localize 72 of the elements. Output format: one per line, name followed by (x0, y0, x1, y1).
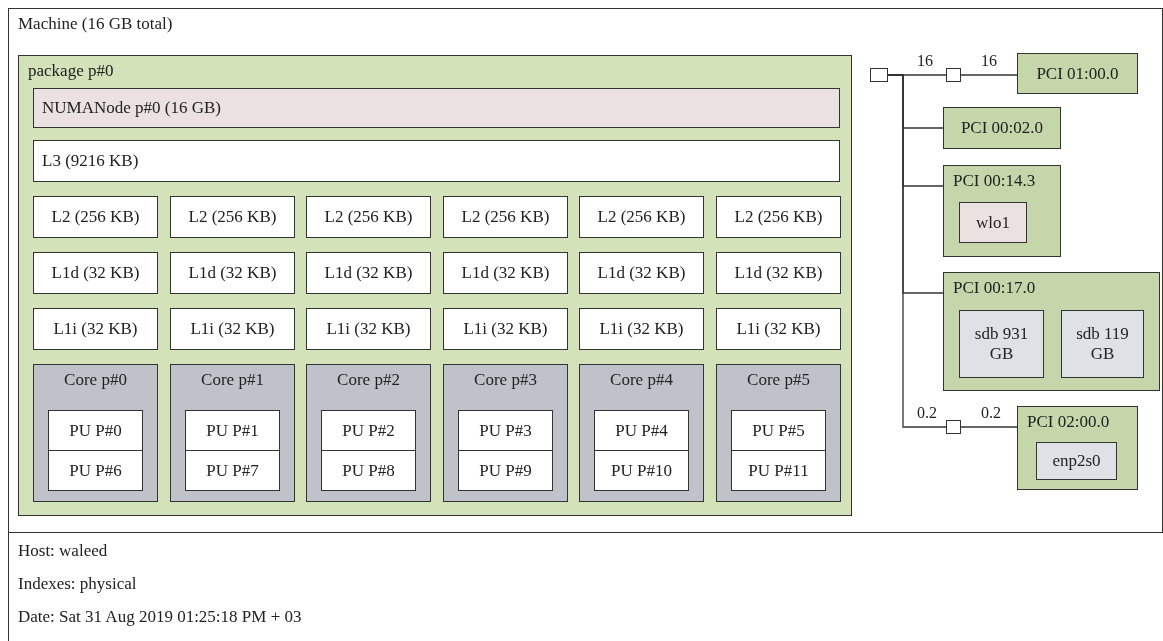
pci-device-box (943, 272, 1160, 391)
box-title: PCI 02:00.0 (1027, 412, 1110, 432)
bridge-square (870, 68, 888, 82)
bridge-square (946, 68, 961, 82)
pci-device-box (1017, 406, 1138, 490)
core-box (443, 364, 568, 502)
box-title: Machine (16 GB total) (18, 14, 173, 34)
connector-line (960, 74, 1018, 76)
cache-box: L2 (256 KB) (170, 196, 295, 238)
storage-device-box: sdb 119 GB (1061, 310, 1144, 378)
core-box (579, 364, 704, 502)
cache-box: L1i (32 KB) (716, 308, 841, 350)
core-box (716, 364, 841, 502)
processing-unit-box: PU P#10 (594, 450, 689, 491)
box-title: Core p#4 (609, 370, 674, 390)
box-title: Core p#1 (200, 370, 265, 390)
processing-unit-box: PU P#11 (731, 450, 826, 491)
box-title: Core p#5 (746, 370, 811, 390)
core-box (170, 364, 295, 502)
processing-unit-box: PU P#9 (458, 450, 553, 491)
cache-box: L1d (32 KB) (579, 252, 704, 294)
edge-label: 16 (979, 53, 999, 69)
core-box (306, 364, 431, 502)
cache-box: L1d (32 KB) (170, 252, 295, 294)
network-device-box: wlo1 (959, 202, 1027, 243)
processing-unit-box: PU P#5 (731, 410, 826, 451)
cache-box: L1d (32 KB) (306, 252, 431, 294)
storage-device-box: enp2s0 (1036, 442, 1117, 480)
processing-unit-box: PU P#7 (185, 450, 280, 491)
core-box (33, 364, 158, 502)
numa-node-box: NUMANode p#0 (16 GB) (33, 88, 840, 128)
package-box (18, 55, 852, 516)
cache-box: L1d (32 KB) (443, 252, 568, 294)
edge-label: 16 (915, 53, 935, 69)
processing-unit-box: PU P#3 (458, 410, 553, 451)
bridge-square (946, 420, 961, 434)
processing-unit-box: PU P#4 (594, 410, 689, 451)
pci-device-box (943, 165, 1061, 257)
machine-box (8, 8, 1163, 533)
cache-box: L1i (32 KB) (33, 308, 158, 350)
pci-device-box: PCI 01:00.0 (1017, 53, 1138, 94)
edge-label: 0.2 (979, 405, 1003, 421)
connector-line (960, 426, 1018, 428)
cache-box: L2 (256 KB) (33, 196, 158, 238)
cache-box: L1d (32 KB) (33, 252, 158, 294)
info-text: Host: waleed (18, 541, 108, 561)
processing-unit-box: PU P#1 (185, 410, 280, 451)
cache-box: L1i (32 KB) (170, 308, 295, 350)
box-title: PCI 00:14.3 (953, 171, 1036, 191)
processing-unit-box: PU P#0 (48, 410, 143, 451)
pci-device-box: PCI 00:02.0 (943, 107, 1061, 149)
box-title: Core p#3 (473, 370, 538, 390)
cache-box: L3 (9216 KB) (33, 140, 840, 182)
processing-unit-box: PU P#2 (321, 410, 416, 451)
cache-box: L2 (256 KB) (306, 196, 431, 238)
edge-label: 0.2 (915, 405, 939, 421)
cache-box: L1i (32 KB) (306, 308, 431, 350)
box-title: Core p#0 (63, 370, 128, 390)
info-text: Date: Sat 31 Aug 2019 01:25:18 PM + 03 (18, 607, 302, 627)
cache-box: L1d (32 KB) (716, 252, 841, 294)
cache-box: L2 (256 KB) (716, 196, 841, 238)
cache-box: L2 (256 KB) (579, 196, 704, 238)
box-title: PCI 00:17.0 (953, 278, 1036, 298)
box-title: Core p#2 (336, 370, 401, 390)
processing-unit-box: PU P#8 (321, 450, 416, 491)
cache-box: L1i (32 KB) (443, 308, 568, 350)
cache-box: L1i (32 KB) (579, 308, 704, 350)
processing-unit-box: PU P#6 (48, 450, 143, 491)
storage-device-box: sdb 931 GB (959, 310, 1044, 378)
cache-box: L2 (256 KB) (443, 196, 568, 238)
box-title: package p#0 (28, 61, 114, 81)
info-text: Indexes: physical (18, 574, 137, 594)
